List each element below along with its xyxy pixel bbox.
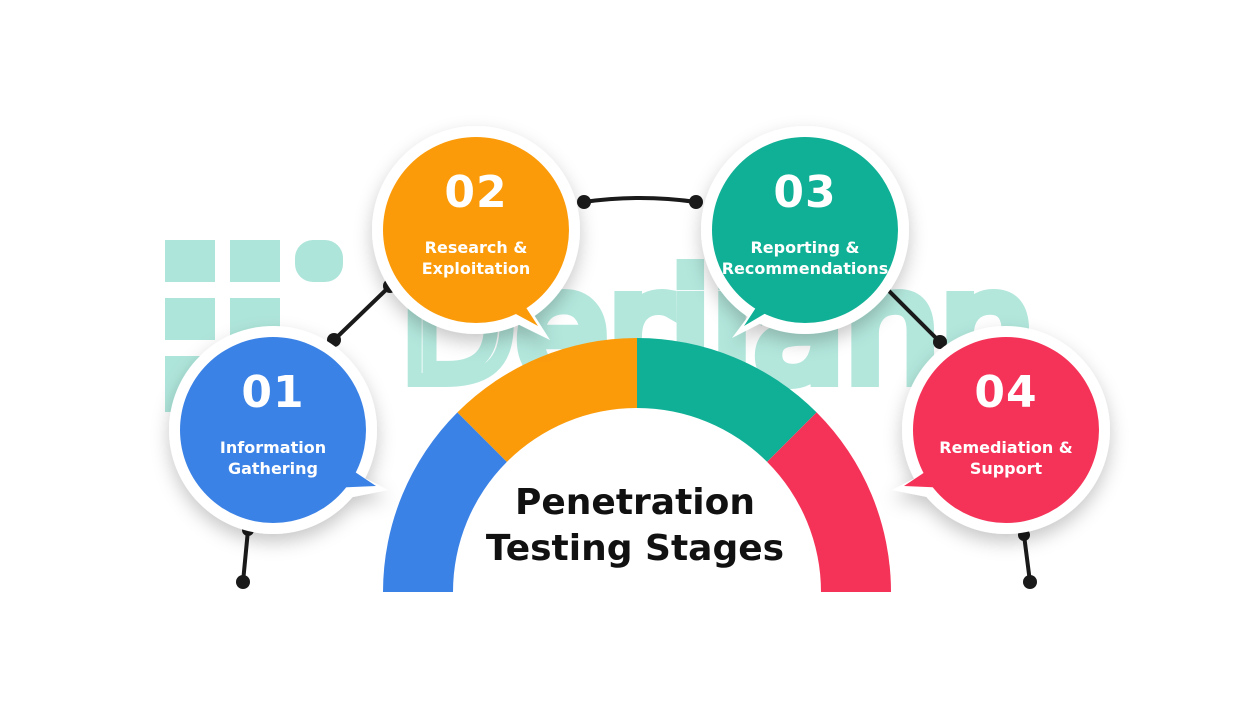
stage-label: Reporting & Recommendations bbox=[721, 238, 889, 278]
stage-number: 01 bbox=[241, 367, 305, 418]
stage-label: Research & Exploitation bbox=[421, 238, 531, 278]
connector-03-04 bbox=[882, 284, 942, 344]
stage-number: 02 bbox=[444, 167, 508, 218]
arc-segment-04 bbox=[767, 412, 891, 592]
connector-02-03 bbox=[582, 196, 698, 204]
arc-segment-02 bbox=[457, 338, 637, 462]
stage-bubble-01: 01 Information Gathering bbox=[180, 337, 366, 523]
diagram-title: Penetration Testing Stages bbox=[485, 482, 785, 569]
stage-number: 04 bbox=[974, 367, 1038, 418]
stage-bubble-02: 02 Research & Exploitation bbox=[383, 137, 569, 323]
connector-01-02 bbox=[332, 284, 392, 342]
connector-04-stem bbox=[1022, 533, 1032, 584]
connector-01-stem bbox=[241, 528, 250, 584]
connectors bbox=[241, 196, 1032, 584]
stage-arc bbox=[383, 338, 891, 592]
stage-label: Information Gathering bbox=[219, 438, 327, 478]
stage-number: 03 bbox=[773, 167, 837, 218]
arc-segment-03 bbox=[637, 338, 817, 462]
stage-bubble-04: 04 Remediation & Support bbox=[913, 337, 1099, 523]
stage-label: Remediation & Support bbox=[939, 438, 1073, 478]
stage-bubble-03: 03 Reporting & Recommendations bbox=[712, 137, 898, 323]
arc-segment-01 bbox=[383, 412, 507, 592]
